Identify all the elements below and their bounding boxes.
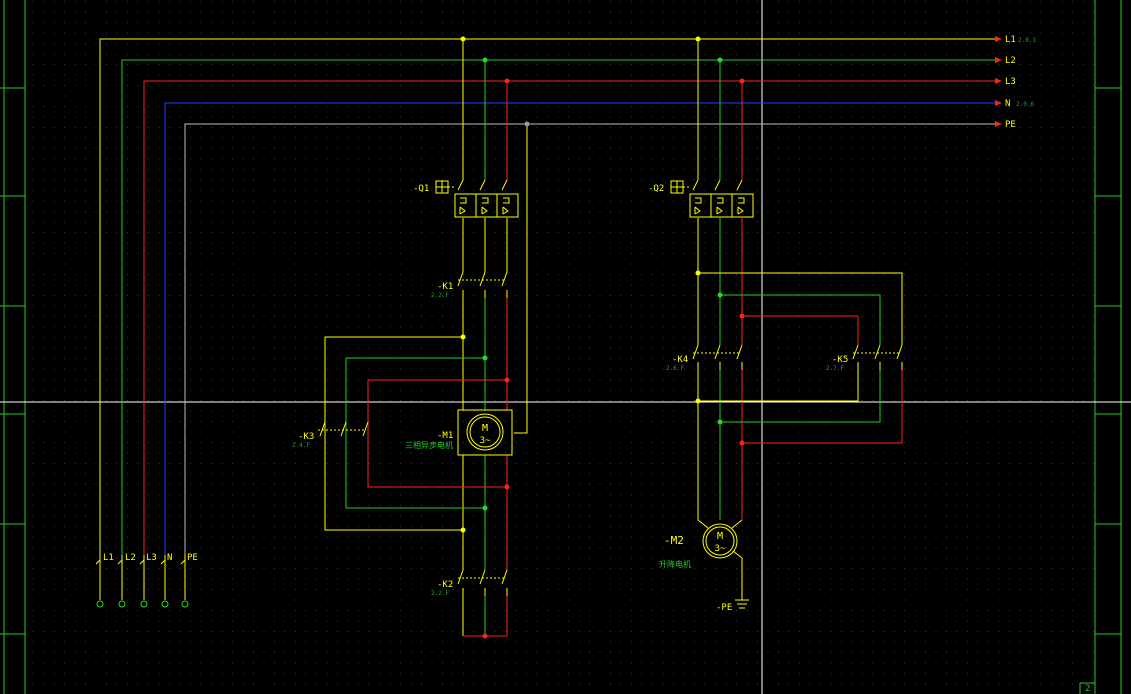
bus-label-PE: PE (1005, 120, 1016, 130)
bus-ref-N: 2.0.6 (1016, 101, 1034, 108)
contactor-icon (852, 344, 903, 370)
device-label-M1: -M1 (437, 431, 453, 441)
device-ref-K3: 2.4.F (292, 442, 310, 449)
motor-M2[interactable]: M 3~ -M2 升降电机 (659, 519, 743, 569)
device-label-K2: -K2 (437, 580, 453, 590)
arrow-icon (995, 36, 1002, 42)
bus-arrows (995, 36, 1002, 127)
bus-label-L2: L2 (1005, 56, 1016, 66)
motor-letter: M (482, 423, 488, 434)
device-ref-K2: 2.2.F (431, 590, 449, 597)
terminal-label-L2: L2 (125, 553, 136, 563)
device-ref-K5: 2.7.F (826, 365, 844, 372)
bus-label-L3: L3 (1005, 77, 1016, 87)
device-ref-K4: 2.6.F (666, 365, 684, 372)
terminal-icon (161, 600, 169, 608)
device-label-M2: -M2 (664, 534, 684, 547)
contactor-K5[interactable]: -K5 2.7.F (826, 344, 903, 372)
device-label-PE: -PE (716, 603, 732, 613)
motor-icon (457, 409, 513, 456)
contactor-icon (457, 569, 508, 596)
terminal-strip (95, 555, 189, 608)
ground-PE[interactable]: -PE (716, 599, 749, 613)
terminal-icon (96, 600, 104, 608)
breaker-Q2[interactable]: -Q2 (648, 179, 754, 218)
bus-L3 (143, 80, 995, 555)
terminal-label-L3: L3 (146, 553, 157, 563)
terminal-icon (140, 600, 148, 608)
bus-PE (184, 123, 995, 555)
terminal-label-N: N (167, 553, 172, 563)
ground-icon (735, 599, 749, 609)
bus-label-L1: L1 (1005, 35, 1016, 45)
contactor-icon (692, 344, 743, 370)
motor-phase: 3~ (715, 544, 726, 554)
arrow-icon (995, 57, 1002, 63)
terminal-icon (181, 600, 189, 608)
arrow-icon (995, 121, 1002, 127)
bus-N (164, 102, 995, 555)
bus-ref-L1: 2.0.1 (1018, 37, 1036, 44)
device-label-K4: -K4 (672, 355, 688, 365)
motor-M1[interactable]: M 3~ -M1 三相异步电机 (405, 409, 513, 456)
contactor-icon (457, 271, 508, 298)
device-label-K3: -K3 (298, 432, 314, 442)
arrow-icon (995, 78, 1002, 84)
device-ref-K1: 2.2.F (431, 292, 449, 299)
connection-nodes (460, 36, 745, 639)
motor-phase: 3~ (480, 436, 491, 446)
breaker-icon (670, 179, 754, 218)
contactor-K4[interactable]: -K4 2.6.F (666, 344, 743, 372)
device-label-K5: -K5 (832, 355, 848, 365)
device-desc-M1: 三相异步电机 (405, 440, 453, 450)
motor-icon (697, 519, 743, 559)
motor-letter: M (717, 531, 723, 542)
bus-L2 (121, 59, 995, 555)
device-label-K1: -K1 (437, 282, 453, 292)
breaker-Q1[interactable]: -Q1 (413, 179, 519, 218)
bus-label-N: N (1005, 99, 1010, 109)
device-label-Q1: -Q1 (413, 184, 429, 194)
terminal-label-L1: L1 (103, 553, 114, 563)
contactor-icon (318, 421, 369, 437)
contactor-K3[interactable]: -K3 2.4.F (292, 421, 369, 449)
contactor-K1[interactable]: -K1 2.2.F (431, 271, 508, 299)
terminal-label-PE: PE (187, 553, 198, 563)
device-desc-M2: 升降电机 (659, 559, 691, 569)
contactor-K2[interactable]: -K2 2.2.F (431, 569, 508, 597)
terminal-icon (118, 600, 126, 608)
circuit-m1-wiring (324, 39, 528, 637)
arrow-icon (995, 100, 1002, 106)
page-number: 2 (1085, 684, 1090, 694)
breaker-icon (435, 179, 519, 218)
device-label-Q2: -Q2 (648, 184, 664, 194)
